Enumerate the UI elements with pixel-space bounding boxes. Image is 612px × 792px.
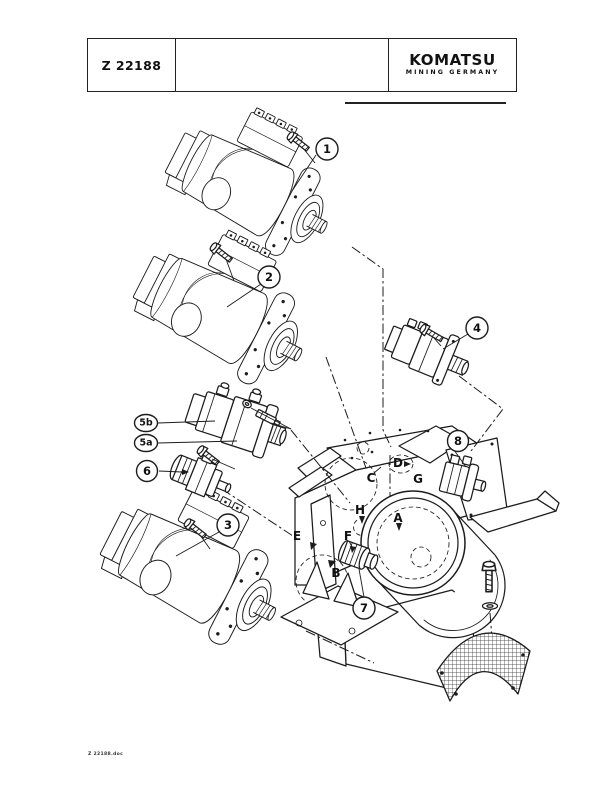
header-rule xyxy=(345,102,506,104)
main-pump-1 xyxy=(153,83,361,272)
port-label-a: A xyxy=(393,511,403,525)
callout-1-label: 1 xyxy=(323,142,331,156)
port-label-d: D xyxy=(393,456,403,470)
fitting-nut xyxy=(242,399,252,409)
port-label-f: F xyxy=(344,529,352,543)
callout-4: 4 xyxy=(465,316,489,340)
port-circle-c xyxy=(324,457,378,511)
port-label-c: C xyxy=(367,471,376,485)
callout-4-label: 4 xyxy=(473,321,481,335)
brand-logo-text: KOMATSU xyxy=(409,51,496,70)
callout-8-label: 8 xyxy=(454,434,462,448)
pump8-mount-plate xyxy=(445,437,560,533)
port-label-h: H xyxy=(355,503,365,517)
doc-number: Z 22188 xyxy=(101,57,162,73)
port-circle-d xyxy=(388,454,414,474)
bell-housing-opening xyxy=(360,490,506,639)
callout-leader-lines xyxy=(157,147,469,598)
footer-filename: Z 22188.doc xyxy=(88,752,124,757)
callout-3-label: 3 xyxy=(224,518,232,532)
callout-5b: 5b xyxy=(133,413,159,433)
callout-2: 2 xyxy=(257,265,281,289)
callout-8: 8 xyxy=(446,429,470,453)
callout-7: 7 xyxy=(352,596,376,620)
callout-3: 3 xyxy=(216,513,240,537)
assembly-centerlines xyxy=(221,246,504,664)
port-label-b: B xyxy=(331,566,340,580)
washer-mesh-guard xyxy=(481,602,499,610)
callout-6-label: 6 xyxy=(143,464,151,478)
callout-1: 1 xyxy=(315,137,339,161)
mesh-guard xyxy=(436,632,531,702)
gear-pump-4 xyxy=(384,318,470,386)
brand-subtitle: MINING GERMANY xyxy=(405,69,500,77)
port-label-g: G xyxy=(413,472,423,486)
callout-5a-label: 5a xyxy=(139,438,152,449)
callout-5a: 5a xyxy=(133,433,159,453)
callout-7-label: 7 xyxy=(360,601,368,615)
callout-2-label: 2 xyxy=(265,270,273,284)
port-label-e: E xyxy=(293,529,301,543)
brand-cell: KOMATSU MINING GERMANY xyxy=(388,39,516,91)
port-labels: A B C D E F G H xyxy=(293,456,423,580)
small-pump-8 xyxy=(438,454,487,502)
title-block: Z 22188 KOMATSU MINING GERMANY xyxy=(87,38,517,92)
coupling-7 xyxy=(337,540,379,570)
callout-6: 6 xyxy=(135,459,159,483)
doc-number-cell: Z 22188 xyxy=(88,39,176,91)
callout-5b-label: 5b xyxy=(139,418,153,429)
